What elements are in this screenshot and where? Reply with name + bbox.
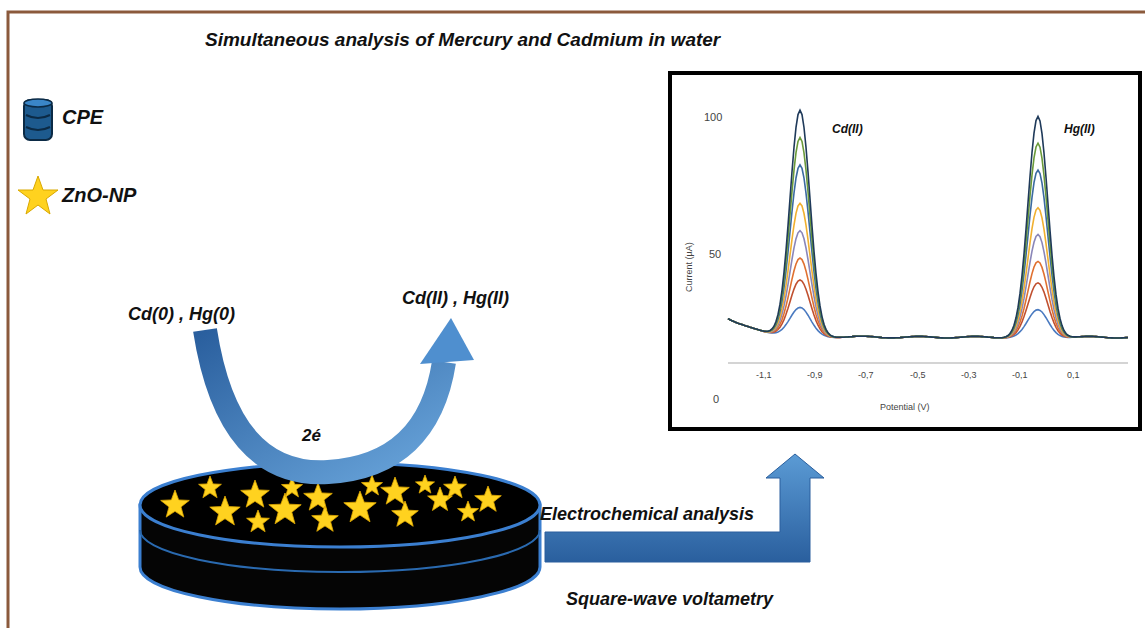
species-label: Cd(II) , Hg(II) [402,288,509,309]
frame [8,12,1145,628]
axis-title: Potential (V) [880,402,930,412]
legend-text: CPE [62,106,103,129]
zno-star [428,487,453,511]
star-icon [18,176,58,214]
zno-star [247,510,270,532]
voltammograms [728,110,1128,338]
axis-title: Current (µA) [684,242,694,292]
tick-label: -0,5 [910,370,926,380]
tick-label: -0,7 [858,370,874,380]
zno-star [210,496,240,525]
zno-star [416,475,435,493]
zno-star [241,480,270,507]
species-label: Cd(0) , Hg(0) [128,304,235,325]
tick-label: 100 [704,111,722,124]
zno-star [344,491,376,522]
zno-star [444,476,467,498]
zno-star [312,506,339,531]
zno-star [199,476,222,498]
tick-label: 0 [713,393,719,406]
title: Simultaneous analysis of Mercury and Cad… [205,29,720,51]
tick-label: -1,1 [756,370,772,380]
zno-star [161,490,190,517]
curve [728,110,1128,338]
zno-star [304,483,333,510]
curve [728,138,1128,339]
tick-label: -0,9 [807,370,823,380]
legend-text: ZnO-NP [62,184,136,207]
peak-label: Cd(II) [832,123,863,137]
step-label: Electrochemical analysis [540,504,754,525]
electrode [140,463,540,609]
tick-label: -0,1 [1012,370,1028,380]
method-label: Square-wave voltametry [566,589,773,610]
tick-label: 0,1 [1067,370,1080,380]
peak-label: Hg(II) [1064,123,1095,137]
tick-label: -0,3 [961,370,977,380]
curve [728,165,1128,338]
cpe-icon [24,99,52,140]
zno-star [458,501,479,521]
zno-star [475,486,502,511]
x-axis [728,362,1128,363]
curve [728,307,1128,338]
redox-arrow [205,318,474,472]
tick-label: 50 [709,248,721,261]
zno-star [392,501,419,526]
chart-frame [670,73,1140,429]
electron-label: 2é [302,426,321,446]
